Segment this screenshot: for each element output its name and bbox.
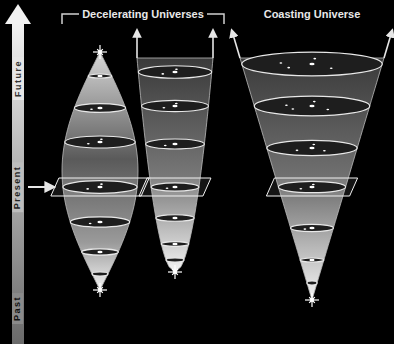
space-slice: [70, 217, 129, 227]
time-axis-head: [5, 4, 31, 24]
galaxy: [312, 144, 315, 146]
time-label: Present: [13, 162, 24, 212]
star-burst: [98, 50, 102, 54]
galaxy: [97, 75, 102, 77]
present-plane: [139, 178, 211, 196]
group-heading: Decelerating Universes: [79, 8, 207, 21]
galaxy: [309, 63, 314, 65]
galaxy: [309, 147, 314, 149]
galaxy: [313, 101, 316, 103]
space-slice: [291, 224, 334, 231]
present-plane: [266, 178, 357, 196]
space-slice: [138, 66, 211, 78]
galaxy: [172, 217, 177, 219]
space-slice: [92, 272, 108, 276]
galaxy: [312, 184, 315, 186]
galaxy: [309, 105, 314, 107]
expansion-arrow: [232, 30, 240, 58]
galaxy: [166, 187, 169, 189]
galaxy: [86, 188, 89, 190]
space-slice: [88, 74, 112, 78]
expansion-arrow: [136, 30, 138, 58]
galaxy: [313, 58, 316, 60]
universe-shapes: [51, 30, 392, 307]
galaxy: [309, 227, 314, 229]
star-burst: [310, 298, 314, 302]
universe-outline: [137, 58, 213, 272]
space-slice: [146, 139, 205, 149]
galaxy: [162, 107, 165, 109]
present-plane: [51, 178, 149, 196]
galaxy: [175, 103, 178, 105]
galaxy: [172, 243, 177, 245]
space-slice: [166, 258, 184, 262]
galaxy: [100, 139, 103, 141]
space-slice: [267, 140, 357, 155]
galaxy: [285, 104, 288, 106]
present-pointer: [28, 186, 54, 188]
galaxy: [309, 259, 314, 261]
galaxy: [309, 186, 314, 188]
expansion-arrow: [212, 30, 214, 58]
galaxy: [89, 223, 92, 225]
space-slice: [151, 183, 199, 191]
universe-outline: [62, 52, 138, 290]
space-slice: [300, 258, 324, 262]
space-slice: [142, 100, 209, 111]
galaxy: [299, 188, 302, 190]
galaxy: [87, 143, 90, 145]
space-slice: [156, 215, 194, 221]
space-slice: [161, 242, 188, 247]
space-slice: [278, 181, 345, 192]
galaxy: [97, 107, 102, 109]
galaxy: [97, 221, 102, 223]
space-slice: [254, 96, 369, 116]
galaxy: [172, 186, 177, 188]
galaxy: [287, 67, 290, 69]
galaxy: [296, 150, 299, 152]
star-burst: [173, 270, 177, 274]
galaxy: [97, 141, 102, 143]
galaxy: [97, 251, 102, 253]
galaxy: [100, 183, 103, 185]
galaxy: [326, 109, 329, 111]
time-label: Future: [13, 57, 24, 100]
space-slice: [242, 52, 382, 76]
star-burst: [98, 288, 102, 292]
space-slice: [74, 104, 125, 113]
galaxy: [303, 228, 306, 230]
expansion-arrow: [384, 30, 392, 58]
galaxy: [97, 186, 102, 188]
space-slice: [65, 136, 135, 148]
galaxy: [279, 62, 282, 64]
space-slice: [307, 281, 317, 285]
time-label: Past: [12, 292, 23, 323]
galaxy: [330, 67, 333, 69]
galaxy: [172, 71, 177, 73]
space-slice: [63, 181, 137, 194]
galaxy: [90, 109, 93, 111]
universe-outline: [240, 58, 384, 300]
galaxy: [172, 143, 177, 145]
galaxy: [164, 145, 167, 147]
galaxy: [291, 108, 294, 110]
galaxy: [175, 68, 178, 70]
galaxy: [323, 150, 326, 152]
galaxy: [172, 105, 177, 107]
space-slice: [82, 249, 119, 255]
group-heading: Coasting Universe: [261, 8, 364, 21]
time-axis: [12, 22, 24, 344]
galaxy: [161, 73, 164, 75]
